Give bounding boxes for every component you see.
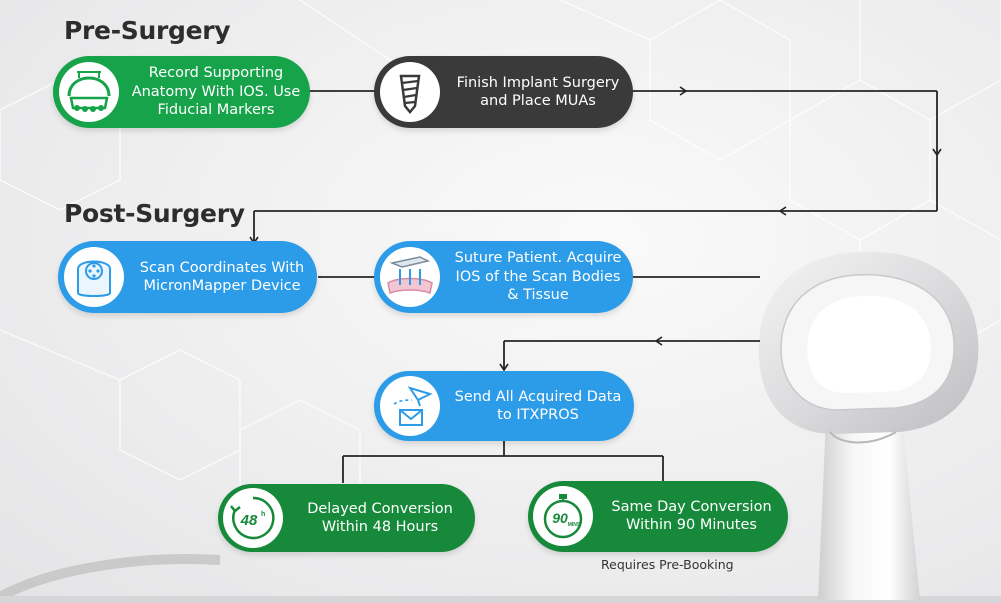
minutes-badge-value: 90	[552, 510, 568, 526]
option-same-day-conversion: 90 MINS Same Day Conversion Within 90 Mi…	[528, 481, 788, 552]
dental-arch-icon	[59, 62, 119, 122]
hours-badge-value: 48	[240, 512, 258, 529]
step-send-label: Send All Acquired Data to ITXPROS	[454, 388, 622, 424]
step-scan-label: Scan Coordinates With MicronMapper Devic…	[139, 259, 305, 295]
intraoral-scan-icon	[380, 247, 440, 307]
step-record-anatomy: Record Supporting Anatomy With IOS. Use …	[53, 56, 310, 128]
step-implant-surgery: Finish Implant Surgery and Place MUAs	[374, 56, 633, 128]
option-delayed-conversion: 48 h Delayed Conversion Within 48 Hours	[218, 484, 475, 552]
step-suture-label: Suture Patient. Acquire IOS of the Scan …	[454, 250, 622, 304]
implant-screw-icon	[380, 62, 440, 122]
minutes-badge-suffix: MINS	[568, 522, 581, 528]
micronmapper-device-icon	[64, 247, 124, 307]
step-send-data: Send All Acquired Data to ITXPROS	[374, 371, 634, 441]
48-hour-clock-icon: 48 h	[223, 488, 283, 548]
pre-surgery-heading: Pre-Surgery	[64, 16, 231, 45]
option-delayed-label: Delayed Conversion Within 48 Hours	[307, 500, 453, 536]
paper-plane-envelope-icon	[380, 376, 440, 436]
step-scan-coordinates: Scan Coordinates With MicronMapper Devic…	[58, 241, 317, 313]
pre-booking-note: Requires Pre-Booking	[601, 557, 734, 572]
hours-badge-suffix: h	[261, 511, 265, 518]
step-suture-patient: Suture Patient. Acquire IOS of the Scan …	[374, 241, 633, 313]
90-minute-timer-icon: 90 MINS	[533, 486, 593, 546]
post-surgery-heading: Post-Surgery	[64, 199, 245, 228]
option-same-day-label: Same Day Conversion Within 90 Minutes	[611, 498, 772, 534]
step-record-label: Record Supporting Anatomy With IOS. Use …	[131, 65, 301, 119]
step-implant-label: Finish Implant Surgery and Place MUAs	[456, 74, 620, 110]
